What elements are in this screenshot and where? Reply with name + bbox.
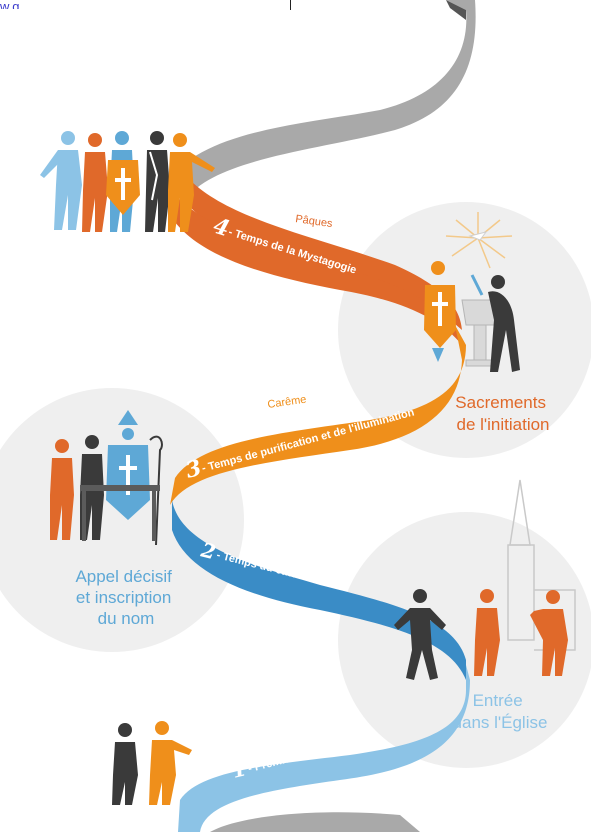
crozier-icon: [149, 435, 163, 546]
person-light-blue: [40, 131, 82, 230]
font-basin: [461, 299, 499, 367]
bishop-shield: [106, 445, 150, 520]
milestone-sacrements: Sacrements de l'initiation: [455, 393, 550, 434]
band-stage-4-body: [170, 188, 462, 345]
community-group-illustration: [40, 131, 215, 232]
top-link[interactable]: w.g: [0, 0, 20, 9]
season-paques: Pâques: [295, 213, 334, 230]
baptism-illustration: [424, 212, 520, 372]
band-stage-2-body: [172, 500, 466, 680]
appel-illustration: [50, 410, 163, 546]
cross-icon: [119, 455, 137, 495]
milestone-entree-line-2: dans l'Église: [453, 713, 548, 732]
cross-icon: [115, 168, 131, 200]
person-orange-left: [82, 133, 108, 232]
walker-stage-2: [394, 589, 446, 680]
person-dark-evangelisation: [112, 723, 138, 805]
milestone-appel-line-3: du nom: [98, 609, 155, 628]
person-orange-right: [168, 133, 215, 232]
desk: [80, 485, 160, 541]
band-stage-4: [165, 180, 462, 330]
person-amber-shield: [106, 160, 140, 215]
milestone-entree: Entrée dans l'Église: [453, 691, 548, 732]
person-orange-appel: [50, 439, 74, 540]
band-stage-1: [178, 665, 470, 832]
baptized-person: [488, 275, 520, 372]
bishop-mitre: [118, 410, 138, 440]
band-vie-chretienne: [165, 0, 476, 200]
milestone-sacrements-line-2: de l'initiation: [456, 415, 549, 434]
milestone-sacrements-line-1: Sacrements: [455, 393, 546, 412]
stage-4-number: 4: [210, 213, 232, 242]
light-burst-icon: [445, 212, 513, 269]
milestone-appel-line-2: et inscription: [76, 588, 171, 607]
band-shadow-top: [446, 0, 466, 20]
person-orange-entree-2: [530, 590, 568, 676]
sacrements-circle: [338, 202, 591, 458]
milestone-appel-line-1: Appel décisif: [75, 567, 172, 586]
person-dark: [145, 131, 170, 232]
cross-icon: [432, 292, 448, 326]
appel-circle: [0, 388, 244, 652]
person-amber-evangelisation: [149, 721, 192, 805]
person-orange-entree-1: [474, 589, 500, 676]
water-stream: [470, 274, 484, 296]
season-careme: Carême: [267, 394, 307, 411]
priest-amber-shield: [424, 261, 456, 362]
milestone-appel: Appel décisif et inscription du nom: [75, 567, 176, 628]
top-divider-tick: [290, 0, 291, 10]
milestone-entree-line-1: Entrée: [473, 691, 523, 710]
entree-circle: [338, 512, 591, 768]
stage-3-number: 3: [183, 455, 205, 484]
band-bottom-gray: [210, 812, 420, 832]
dove-icon: [468, 231, 488, 241]
stage-1-number: 1: [229, 756, 248, 783]
band-stage-3: [170, 325, 466, 505]
stage-2-number: 2: [198, 537, 218, 564]
